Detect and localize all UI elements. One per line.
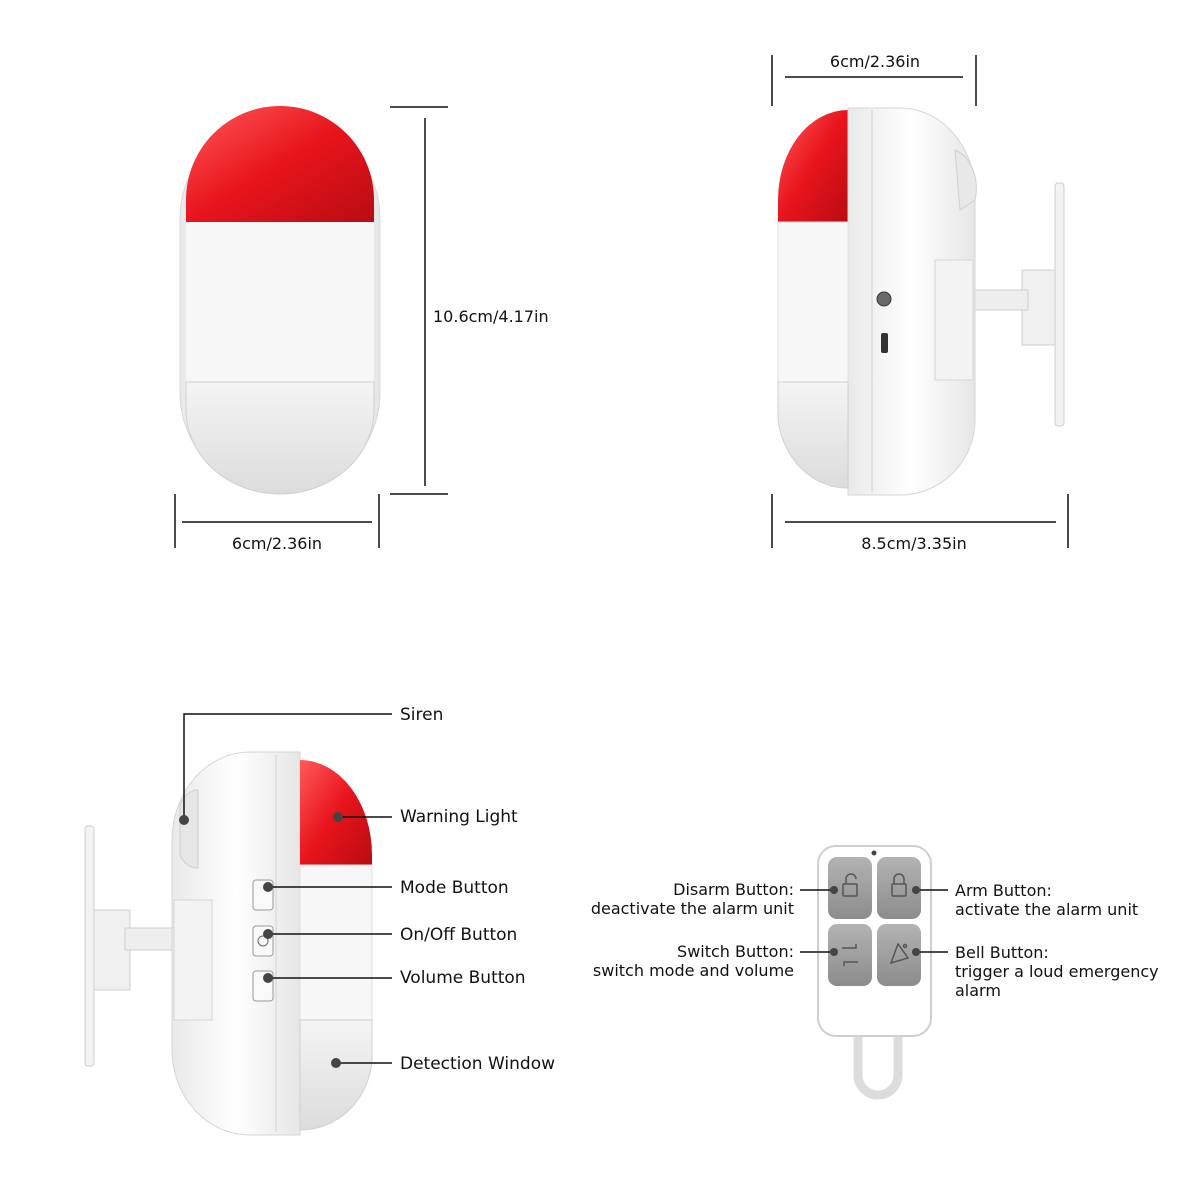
- arm-button[interactable]: [877, 857, 921, 919]
- side-siren-dome: [778, 110, 848, 222]
- disarm-button[interactable]: [828, 857, 872, 919]
- front-view: [179, 106, 381, 495]
- disarm-title: Disarm Button:: [673, 880, 794, 899]
- lock-open-icon: [842, 873, 858, 897]
- side-top-width-label: 6cm/2.36in: [830, 52, 920, 71]
- disarm-desc: deactivate the alarm unit: [591, 899, 794, 918]
- side-detection-lens: [777, 381, 849, 489]
- remote-led-icon: [871, 850, 877, 856]
- callout-back-panel: [173, 899, 213, 1021]
- side-view: [777, 107, 1065, 496]
- bell-icon: [889, 942, 910, 965]
- bell-desc-2: alarm: [955, 981, 1001, 1000]
- side-main-body: [847, 107, 976, 496]
- bell-desc-1: trigger a loud emergency: [955, 962, 1159, 981]
- callout-view: [84, 751, 373, 1136]
- side-wall-plate: [1054, 182, 1065, 427]
- bell-title: Bell Button:: [955, 943, 1049, 962]
- gear-icon: [257, 935, 269, 947]
- front-height-label: 10.6cm/4.17in: [433, 307, 549, 326]
- switch-title: Switch Button:: [677, 942, 794, 961]
- siren-label: Siren: [400, 705, 443, 725]
- front-siren-dome: [186, 106, 374, 222]
- switch-desc: switch mode and volume: [593, 961, 794, 980]
- front-detection-lens: [185, 381, 375, 495]
- remote-leaders: [800, 886, 948, 956]
- callout-mount-bracket: [93, 909, 131, 991]
- onoff-button-label: On/Off Button: [400, 925, 517, 945]
- mode-button-label: Mode Button: [400, 878, 509, 898]
- remote-control: [817, 845, 932, 1100]
- callout-middle-band: [299, 864, 373, 1021]
- side-mount-arm: [967, 289, 1029, 311]
- side-mount-bracket: [1021, 269, 1056, 346]
- side-usb-port-icon: [881, 333, 888, 353]
- side-siren-vent: [954, 149, 977, 211]
- callout-leaders: [179, 713, 392, 1068]
- front-middle-band: [186, 222, 374, 382]
- front-dimension-lines: [174, 106, 448, 548]
- side-depth-label: 8.5cm/3.35in: [861, 534, 966, 553]
- front-width-label: 6cm/2.36in: [232, 534, 322, 553]
- lock-closed-icon: [891, 873, 907, 897]
- callout-wall-plate: [84, 825, 95, 1067]
- warning-light-label: Warning Light: [400, 807, 518, 827]
- side-back-panel: [934, 259, 974, 381]
- callout-main-body: [171, 751, 301, 1136]
- remote-keyring-loop: [853, 1030, 903, 1100]
- bell-button[interactable]: [877, 924, 921, 986]
- callout-siren-vent: [179, 789, 199, 869]
- side-speaker-hole-icon: [876, 291, 892, 307]
- switch-button[interactable]: [828, 924, 872, 986]
- side-dimension-lines: [771, 55, 1069, 548]
- side-middle-band: [777, 221, 849, 383]
- switch-arrows-icon: [842, 944, 858, 966]
- callout-detection-lens: [299, 1019, 373, 1131]
- volume-button-label: Volume Button: [400, 968, 526, 988]
- arm-title: Arm Button:: [955, 881, 1052, 900]
- arm-desc: activate the alarm unit: [955, 900, 1138, 919]
- detection-window-label: Detection Window: [400, 1054, 555, 1074]
